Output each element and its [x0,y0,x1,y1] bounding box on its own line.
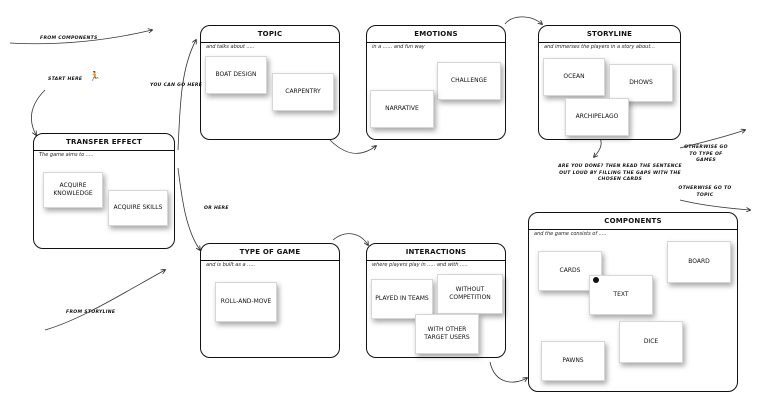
arrow-transfer-to-type [177,167,200,250]
card-ocean[interactable]: OCEAN [543,58,605,96]
note-otherwise-topic: OTHERWISE GO TO TOPIC [678,186,732,198]
arrow-type-to-interactions [332,233,368,245]
card-boat-design[interactable]: BOAT DESIGN [205,56,267,94]
note-are-you-done: ARE YOU DONE? THEN READ THE SENTENCE OUT… [558,164,682,182]
dot-marker-icon [593,277,599,283]
arrow-from-storyline [44,270,165,331]
frame-title: STORYLINE [539,26,680,43]
card-pawns[interactable]: PAWNS [541,341,605,381]
frame-title: INTERACTIONS [367,244,505,261]
card-played-in-teams[interactable]: PLAYED IN TEAMS [371,279,433,319]
frame-topic: TOPIC and talks about ..... BOAT DESIGN … [200,25,340,140]
note-from-storyline: FROM STORYLINE [66,310,116,315]
card-carpentry[interactable]: CARPENTRY [272,73,334,111]
arrow-topic-to-emotions [329,139,376,154]
card-text[interactable]: TEXT [589,275,653,315]
card-board[interactable]: BOARD [667,241,731,283]
card-narrative[interactable]: NARRATIVE [370,90,434,128]
arrow-interactions-to-components [489,361,527,383]
card-with-other-target-users[interactable]: WITH OTHER TARGET USERS [415,314,479,354]
frame-title: EMOTIONS [367,26,505,43]
frame-storyline: STORYLINE and immerses the players in a … [538,25,681,140]
card-dhows[interactable]: DHOWS [609,64,673,102]
card-acquire-skills[interactable]: ACQUIRE SKILLS [108,190,168,226]
frame-lead: and immerses the players in a story abou… [544,44,656,50]
note-you-can-go-here: YOU CAN GO HERE [150,83,203,88]
frame-title: TOPIC [201,26,339,43]
frame-title: TYPE OF GAME [201,244,339,261]
frame-lead: and talks about ..... [206,44,255,50]
frame-lead: in a ...... and fun way [372,44,425,50]
card-dice[interactable]: DICE [619,321,683,363]
frame-title: COMPONENTS [529,213,737,230]
note-or-here: OR HERE [204,206,229,211]
card-archipelago[interactable]: ARCHIPELAGO [565,98,629,136]
frame-title: TRANSFER EFFECT [34,134,174,151]
note-otherwise-type: OTHERWISE GO TO TYPE OF GAMES [684,145,728,163]
card-roll-and-move[interactable]: ROLL-AND-MOVE [215,282,277,322]
running-figure-icon: 🏃 [89,72,101,82]
note-start-here: START HERE [48,77,83,82]
note-from-components: FROM COMPONENTS [40,36,98,41]
frame-interactions: INTERACTIONS where players play in .....… [366,243,506,358]
arrow-start-to-transfer [30,89,46,135]
card-without-competition[interactable]: WITHOUT COMPETITION [437,274,503,314]
frame-lead: The game aims to ..... [39,152,94,158]
frame-emotions: EMOTIONS in a ...... and fun way CHALLEN… [366,25,506,140]
frame-type-of-game: TYPE OF GAME and is built as a ..... ROL… [200,243,340,358]
arrow-otherwise-type [679,130,745,149]
frame-transfer-effect: TRANSFER EFFECT The game aims to ..... A… [33,133,175,249]
arrow-from-components [9,30,152,45]
arrow-emotions-to-storyline [504,16,542,24]
frame-components: COMPONENTS and the game consists of ....… [528,212,738,392]
card-acquire-knowledge[interactable]: ACQUIRE KNOWLEDGE [43,172,103,208]
frame-lead: and is built as a ..... [206,262,256,268]
frame-lead: where players play in ..... and with ...… [372,262,468,268]
arrow-storyline-to-done [594,137,602,157]
arrow-otherwise-topic [679,199,750,210]
arrow-transfer-to-topic [177,40,196,151]
card-challenge[interactable]: CHALLENGE [437,62,501,100]
frame-lead: and the game consists of ..... [534,231,607,237]
